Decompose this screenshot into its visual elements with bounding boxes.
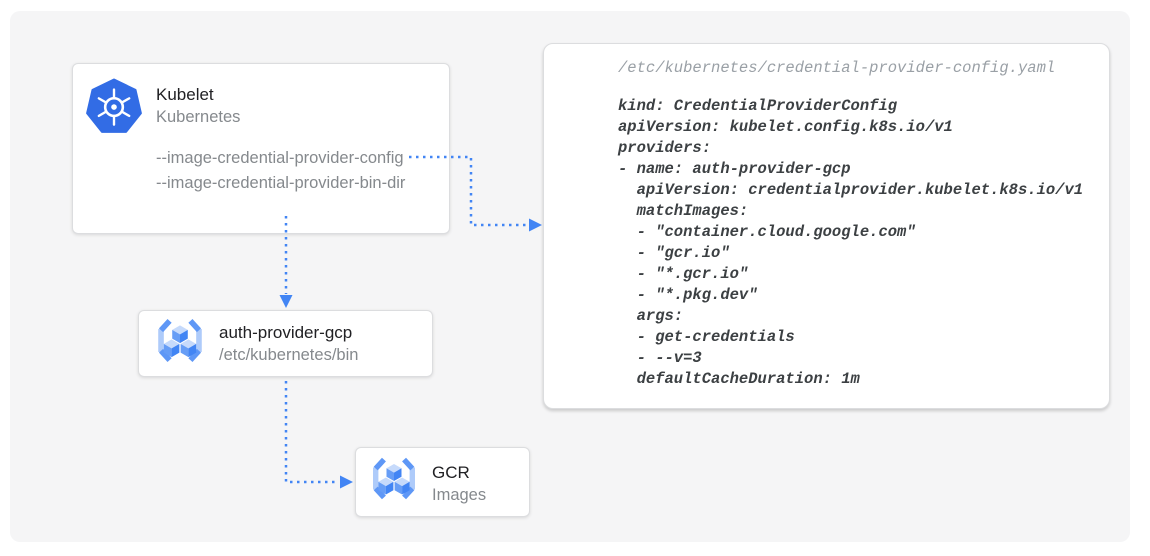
code-line: defaultCacheDuration: 1m [618, 370, 860, 388]
node-auth-provider-gcp: auth-provider-gcp /etc/kubernetes/bin [138, 310, 433, 377]
kubelet-flags: --image-credential-provider-config --ima… [156, 146, 405, 196]
node-kubelet: Kubelet Kubernetes --image-credential-pr… [72, 63, 450, 234]
code-line: apiVersion: credentialprovider.kubelet.k… [618, 181, 1084, 199]
code-panel: /etc/kubernetes/credential-provider-conf… [543, 43, 1110, 409]
code-line: - "container.cloud.google.com" [618, 223, 916, 241]
code-line: - "*.pkg.dev" [618, 286, 758, 304]
code-line: - "*.gcr.io" [618, 265, 749, 283]
gcr-subtitle: Images [432, 486, 487, 504]
container-registry-icon [152, 317, 208, 373]
kubelet-subtitle: Kubernetes [156, 108, 241, 126]
kubelet-flag-config: --image-credential-provider-config [156, 149, 404, 167]
code-line: matchImages: [618, 202, 749, 220]
code-line: kind: CredentialProviderConfig [618, 97, 898, 115]
code-line: - --v=3 [618, 349, 702, 367]
code-filename: /etc/kubernetes/credential-provider-conf… [618, 59, 1056, 77]
code-line: - get-credentials [618, 328, 795, 346]
code-line: - "gcr.io" [618, 244, 730, 262]
container-registry-icon [367, 456, 421, 510]
auth-provider-subtitle: /etc/kubernetes/bin [219, 346, 359, 364]
code-line: args: [618, 307, 684, 325]
kubernetes-icon [86, 78, 142, 134]
code-line: - name: auth-provider-gcp [618, 160, 851, 178]
code-line: providers: [618, 139, 712, 157]
code-line: apiVersion: kubelet.config.k8s.io/v1 [618, 118, 953, 136]
kubelet-flag-bin-dir: --image-credential-provider-bin-dir [156, 174, 406, 192]
auth-provider-title: auth-provider-gcp [219, 323, 353, 342]
yaml-code-block: kind: CredentialProviderConfig apiVersio… [618, 96, 1089, 390]
gcr-title: GCR [432, 463, 470, 482]
kubelet-title: Kubelet [156, 85, 214, 104]
node-gcr: GCR Images [355, 447, 530, 517]
